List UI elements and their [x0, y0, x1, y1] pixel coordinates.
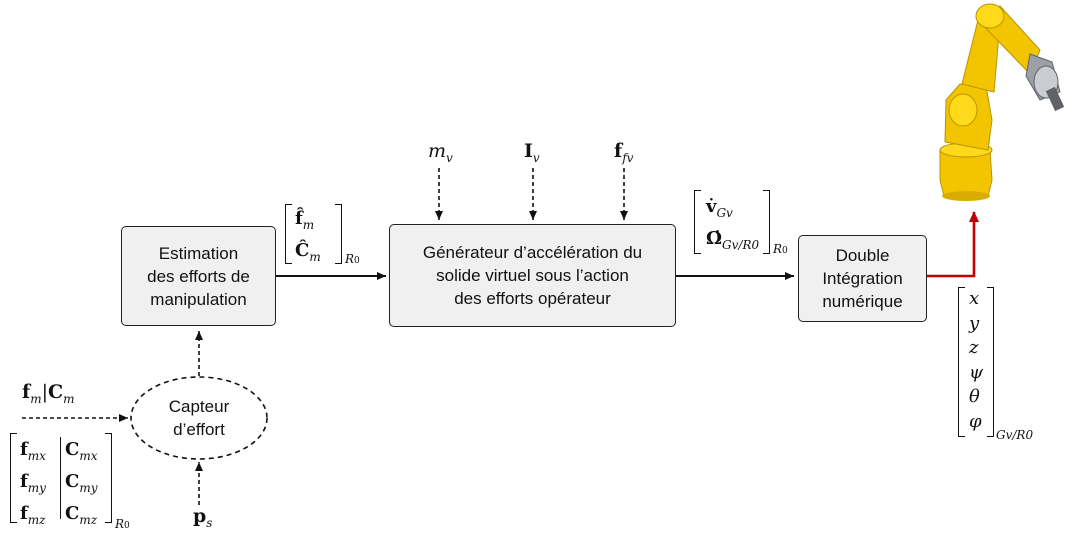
- generator-label: Générateur d’accélération du solide virt…: [422, 243, 643, 308]
- integration-label: Double Intégration numérique: [822, 246, 903, 311]
- estimation-block: Estimation des efforts de manipulation: [121, 226, 276, 326]
- generator-block: Générateur d’accélération du solide virt…: [389, 224, 676, 327]
- estimation-label: Estimation des efforts de manipulation: [147, 243, 250, 309]
- position-sensor-symbol: ps: [193, 505, 213, 530]
- sensor-label: Capteur d’effort: [168, 397, 230, 439]
- sensor-ellipse: [130, 376, 268, 460]
- components-matrix: fmx fmy fmz Cmx Cmy Cmz R0: [10, 433, 130, 531]
- industrial-robot-arm-icon: [939, 3, 1065, 201]
- friction-symbol: ffv: [614, 140, 634, 165]
- mass-symbol: mv: [428, 140, 453, 165]
- estimated-matrix: f̂m Ĉm R0: [285, 204, 360, 266]
- integration-block: Double Intégration numérique: [798, 235, 927, 322]
- acceleration-matrix: v̇Gv Ω̇Gv/R0 R0: [694, 190, 788, 256]
- arrow-integration-to-robot: [927, 211, 979, 278]
- inertia-symbol: Iv: [524, 140, 540, 165]
- force-torque-symbol: fm|Cm: [22, 381, 75, 406]
- pose-matrix: x y z ψ θ φ Gv/R0: [958, 287, 1033, 442]
